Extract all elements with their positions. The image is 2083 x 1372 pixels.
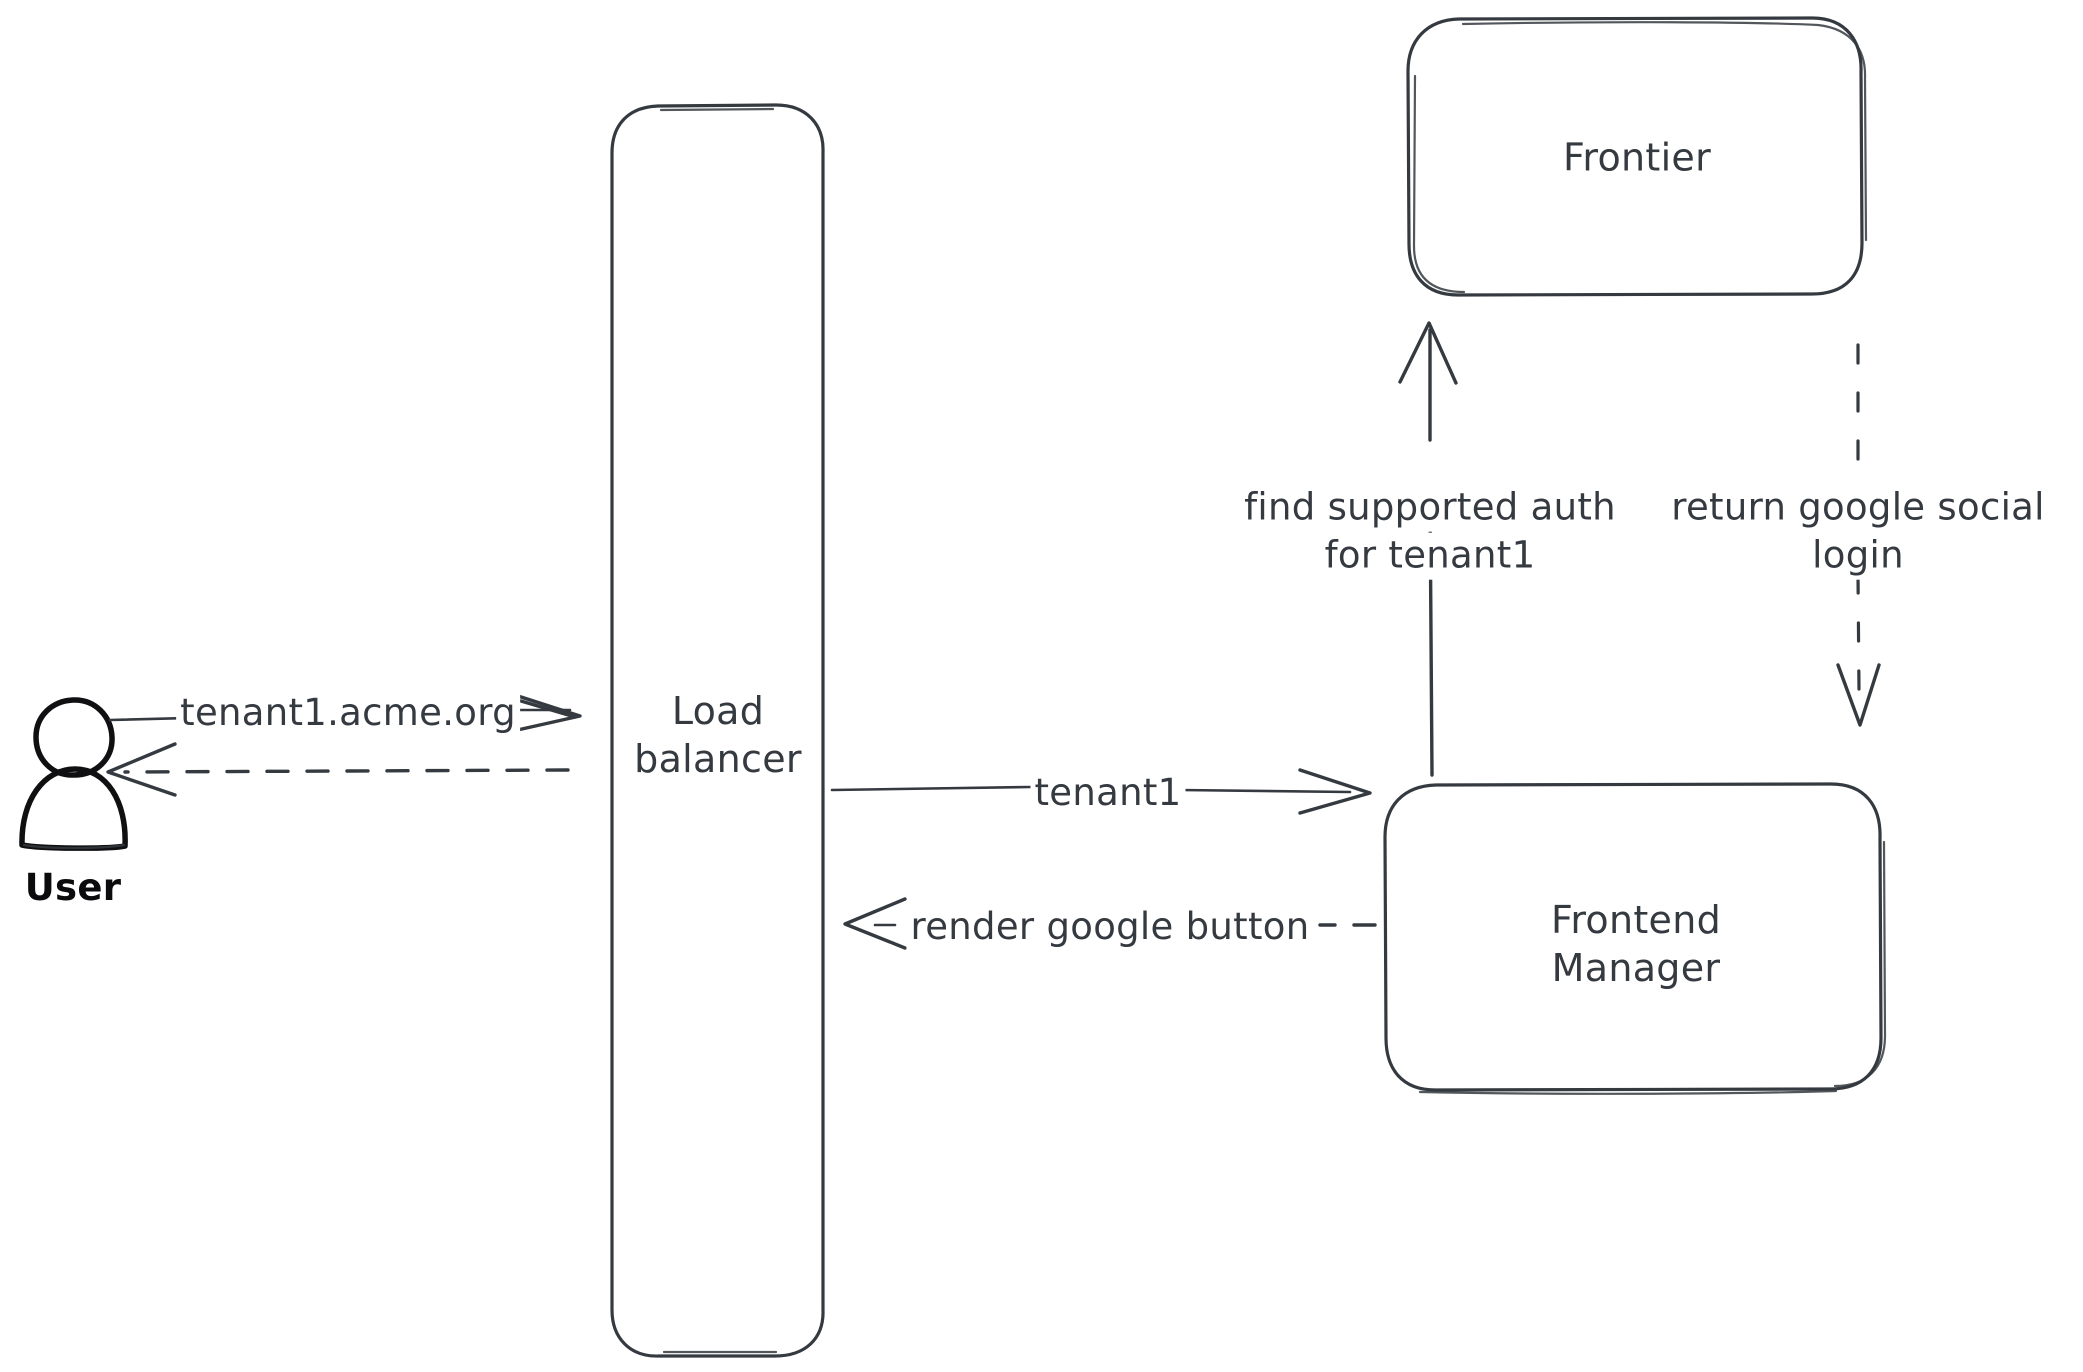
edge-lb-user-line	[123, 768, 570, 774]
edge-user-to-load-balancer	[108, 694, 582, 733]
frontend-manager-sketch-bottom	[1418, 1089, 1838, 1095]
edge-frontend-manager-to-load-balancer	[843, 897, 1377, 950]
frontend-manager-sketch-overlay	[1833, 840, 1887, 1088]
frontier-sketch-overlay	[1461, 21, 1868, 242]
frontier-shape	[1406, 16, 1864, 297]
edge-user-lb-arrowhead-2	[519, 699, 577, 719]
edge-fm-lb-arrowhead	[843, 897, 907, 950]
edge-lb-fm-line-left	[830, 785, 1032, 792]
edge-lb-fm-arrowhead	[1298, 768, 1372, 815]
edge-user-lb-arrowhead	[511, 694, 582, 733]
edge-frontier-fm-arrowhead	[1836, 663, 1881, 727]
edge-frontend-manager-to-frontier	[1398, 321, 1458, 777]
frontend-manager-shape	[1383, 782, 1883, 1092]
edge-frontier-to-frontend-manager	[1836, 343, 1881, 727]
load-balancer-sketch-top	[659, 107, 775, 112]
edge-frontier-fm-line-lower	[1856, 573, 1861, 692]
edge-fm-frontier-arrowhead	[1398, 321, 1458, 385]
edge-load-balancer-to-frontend-manager	[830, 768, 1372, 815]
frontier-sketch-overlay-2	[1412, 74, 1466, 294]
load-balancer-node[interactable]	[610, 103, 825, 1358]
frontier-node[interactable]	[1406, 16, 1868, 297]
person-head-icon	[33, 697, 115, 778]
load-balancer-shape	[610, 103, 825, 1358]
edge-load-balancer-to-user	[106, 742, 570, 797]
frontend-manager-node[interactable]	[1383, 782, 1887, 1095]
edge-lb-fm-line-right	[1178, 788, 1352, 794]
person-body-icon	[19, 766, 128, 851]
person-body-base-line	[22, 843, 126, 850]
edge-fm-frontier-line-lower	[1428, 493, 1434, 777]
user-actor	[19, 697, 128, 851]
edge-user-lb-line-left	[108, 708, 502, 722]
edge-lb-user-arrowhead	[106, 742, 177, 797]
